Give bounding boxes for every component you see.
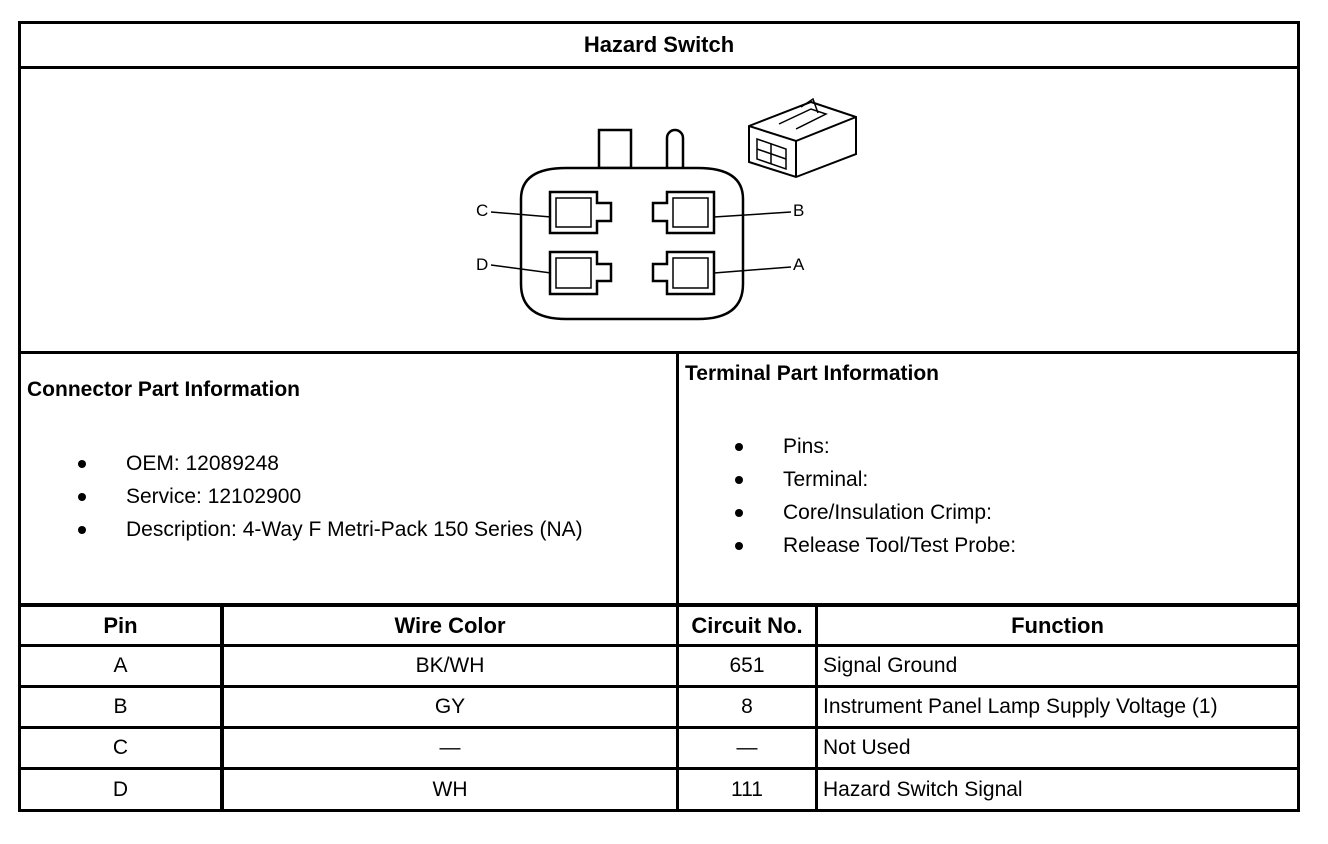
bullet-icon [735, 476, 743, 484]
table-cell-wire-color: BK/WH [415, 654, 485, 677]
table-cell-pin: B [113, 695, 128, 718]
list-item: Terminal: [735, 463, 1016, 496]
col-header-pin: Pin [103, 612, 138, 638]
list-item: Release Tool/Test Probe: [735, 529, 1016, 562]
divider [21, 603, 1297, 607]
table-cell-circuit: — [736, 736, 758, 759]
col-header-function: Function [1011, 612, 1104, 638]
divider [21, 685, 1297, 688]
page-title: Hazard Switch [583, 32, 735, 57]
divider [676, 354, 679, 603]
pin-label-d: D [476, 255, 489, 274]
terminal-info-heading: Terminal Part Information [685, 362, 939, 385]
bullet-icon [78, 493, 86, 501]
bullet-icon [735, 509, 743, 517]
divider [21, 767, 1297, 770]
table-cell-function: Signal Ground [823, 654, 958, 677]
pin-label-b: B [793, 201, 805, 220]
table-cell-function: Hazard Switch Signal [823, 777, 1023, 801]
connector-diagram: C B D A [21, 69, 1297, 353]
divider [21, 644, 1297, 647]
bullet-icon [78, 526, 86, 534]
divider [220, 603, 224, 809]
divider [21, 726, 1297, 729]
bullet-icon [735, 542, 743, 550]
terminal-info-list: Pins: Terminal: Core/Insulation Crimp: R… [735, 430, 1016, 562]
list-item: Core/Insulation Crimp: [735, 496, 1016, 529]
table-cell-function: Instrument Panel Lamp Supply Voltage (1) [823, 695, 1218, 718]
table-cell-wire-color: — [439, 736, 461, 759]
table-cell-pin: D [112, 777, 129, 801]
connector-table-frame: Hazard Switch [18, 21, 1300, 812]
divider [21, 66, 1297, 69]
col-header-circuit: Circuit No. [691, 612, 803, 638]
table-cell-circuit: 111 [731, 777, 763, 801]
table-cell-circuit: 651 [729, 654, 765, 677]
connector-info-heading: Connector Part Information [27, 378, 301, 401]
table-cell-circuit: 8 [741, 695, 753, 718]
list-item: Description: 4-Way F Metri-Pack 150 Seri… [78, 513, 583, 546]
col-header-wire-color: Wire Color [394, 612, 506, 638]
bullet-icon [735, 443, 743, 451]
list-item: Service: 12102900 [78, 480, 583, 513]
table-cell-wire-color: WH [432, 777, 468, 801]
divider [815, 603, 818, 809]
connector-drawing [490, 97, 857, 321]
bullet-icon [78, 460, 86, 468]
list-item: Pins: [735, 430, 1016, 463]
pin-label-c: C [476, 201, 489, 220]
table-cell-pin: A [113, 654, 128, 677]
list-item: OEM: 12089248 [78, 447, 583, 480]
divider [21, 351, 1297, 354]
table-cell-pin: C [112, 736, 129, 759]
table-cell-function: Not Used [823, 736, 911, 759]
table-cell-wire-color: GY [434, 695, 466, 718]
connector-info-list: OEM: 12089248 Service: 12102900 Descript… [78, 447, 583, 546]
divider [676, 603, 679, 809]
pin-label-a: A [793, 255, 805, 274]
